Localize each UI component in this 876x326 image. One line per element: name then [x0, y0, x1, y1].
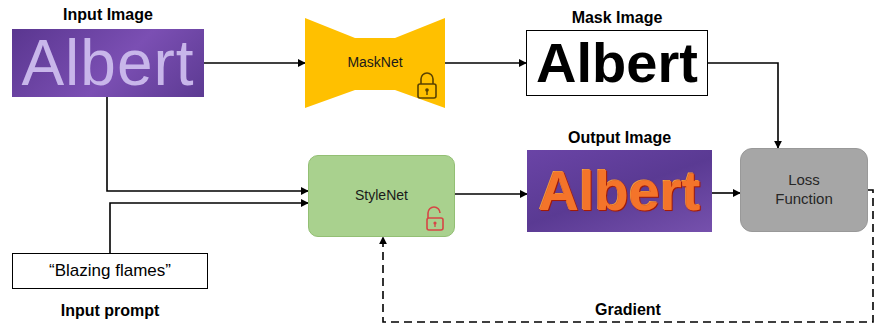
bowtie-fill — [305, 18, 445, 108]
image-heading: Output Image — [568, 129, 671, 147]
flow-arrow — [204, 62, 305, 64]
flow-arrow — [712, 192, 740, 194]
input-image: Input ImageAlbert — [12, 29, 204, 97]
output-image: Output ImageAlbert — [527, 150, 712, 232]
mask-image: Mask ImageAlbert — [526, 30, 708, 96]
node-text: MaskNet — [347, 55, 402, 70]
flow-arrow — [708, 63, 778, 148]
closed-lock-icon — [418, 73, 436, 98]
open-lock-icon — [424, 206, 446, 232]
flow-arrow — [110, 203, 308, 253]
node-text: Loss Function — [764, 171, 844, 209]
prompt-box: “Blazing flames”Input prompt — [12, 253, 208, 289]
image-heading: Input Image — [63, 6, 153, 24]
node-text: Albert — [539, 160, 701, 222]
masknet-block: MaskNet — [305, 18, 445, 108]
box-caption: Input prompt — [61, 302, 160, 320]
node-text: Albert — [21, 28, 194, 98]
edge-label: Gradient — [592, 301, 664, 319]
node-text: “Blazing flames” — [49, 262, 171, 281]
stylenet-block: StyleNet — [308, 155, 455, 237]
flow-arrow — [107, 97, 308, 191]
flow-arrow — [455, 193, 527, 195]
loss-function-box: Loss Function — [740, 148, 868, 232]
node-text: Albert — [536, 32, 698, 94]
node-text: StyleNet — [355, 188, 408, 203]
flow-arrow — [445, 62, 526, 64]
image-heading: Mask Image — [572, 9, 663, 27]
